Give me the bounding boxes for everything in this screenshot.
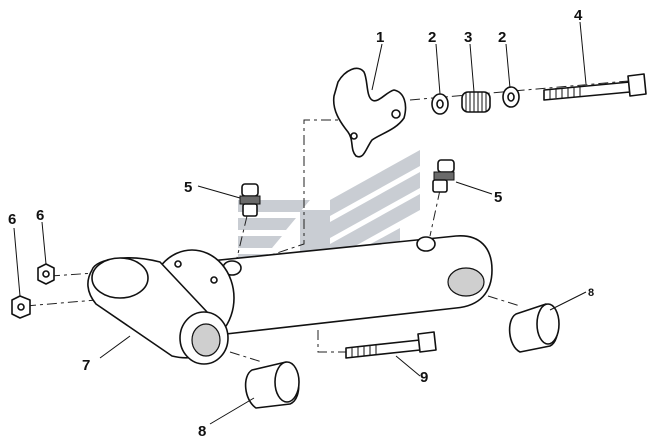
callout-9: 9 bbox=[420, 369, 428, 386]
part-8-bushing-right bbox=[508, 303, 560, 353]
callout-5-right: 5 bbox=[494, 189, 502, 206]
callout-labels: 1 2 3 2 4 5 5 6 6 7 8 8 9 bbox=[8, 7, 594, 440]
leader-lines bbox=[13, 21, 587, 425]
part-6-nut-lower bbox=[11, 295, 31, 319]
centerline-fitting-left bbox=[235, 215, 248, 263]
part-4-bolt bbox=[543, 73, 647, 101]
assembly-centerlines bbox=[25, 79, 641, 363]
part-2-washer-left bbox=[431, 93, 449, 115]
centerline-bolt-9 bbox=[317, 330, 350, 353]
part-6-nut-upper bbox=[37, 263, 55, 285]
part-9-bolt bbox=[345, 331, 437, 359]
part-3-spring bbox=[461, 91, 491, 113]
callout-8-lower: 8 bbox=[198, 423, 206, 440]
part-5-grease-fitting-right bbox=[432, 159, 455, 193]
centerline-nut-lower bbox=[25, 299, 97, 307]
callout-4: 4 bbox=[574, 7, 583, 24]
callout-8-right: 8 bbox=[588, 287, 594, 299]
callout-1: 1 bbox=[376, 29, 384, 46]
callout-2-left: 2 bbox=[428, 29, 436, 46]
callout-3: 3 bbox=[464, 29, 472, 46]
part-5-grease-fitting-left bbox=[239, 183, 261, 217]
callout-2-right: 2 bbox=[498, 29, 506, 46]
part-8-bushing-lower bbox=[244, 361, 300, 409]
part-1-bracket bbox=[332, 67, 407, 158]
part-7-pivot-arm bbox=[87, 235, 493, 365]
centerline-fitting-right bbox=[429, 189, 441, 237]
callout-5-left: 5 bbox=[184, 179, 192, 196]
part-2-washer-right bbox=[502, 86, 520, 108]
callout-6-left: 6 bbox=[8, 211, 16, 228]
centerline-bushing-lower bbox=[229, 351, 263, 363]
centerline-bushing-right bbox=[487, 295, 521, 307]
callout-7: 7 bbox=[82, 357, 90, 374]
centerline-bolt-4 bbox=[409, 79, 641, 101]
callout-6-right: 6 bbox=[36, 207, 44, 224]
centerline-bracket bbox=[231, 119, 352, 269]
